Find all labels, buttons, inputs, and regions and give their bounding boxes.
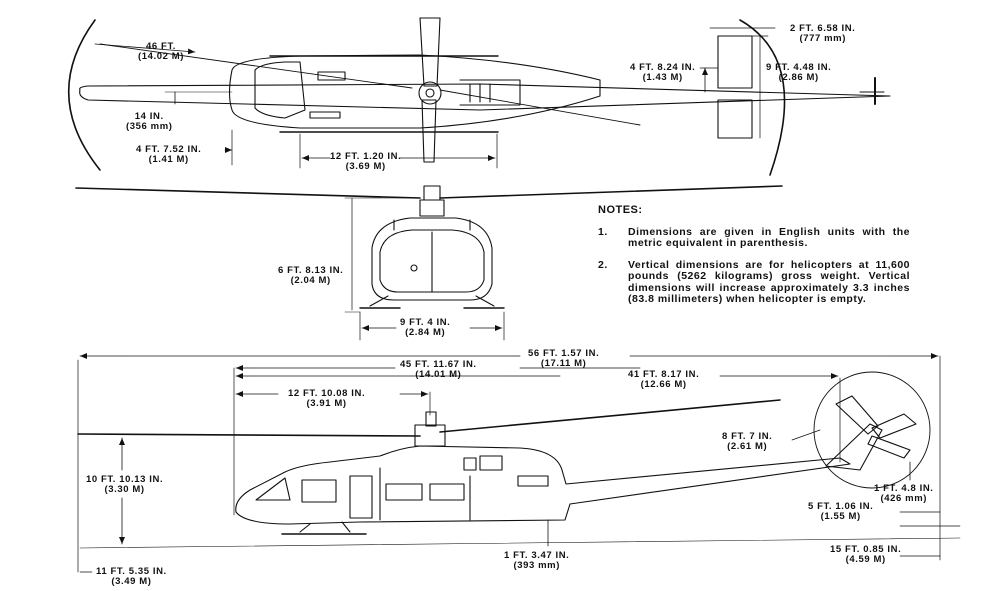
notes-block: NOTES: 1. Dimensions are given in Englis… (598, 204, 910, 316)
side-fuselage (235, 445, 851, 525)
side-rotor-right (439, 399, 781, 433)
dim-skid-height: 14 IN. (356 mm) (126, 112, 173, 132)
dim-stabilizer-span: 9 FT. 4.48 IN. (2.86 M) (766, 63, 831, 83)
dim-tail-rotor-height-metric: (4.59 M) (845, 554, 886, 565)
dim-overall-length-metric: (17.11 M) (540, 358, 587, 369)
dim-front-width-metric: (2.84 M) (405, 327, 446, 338)
dim-left-offset-en: 4 FT. 7.52 IN. (136, 144, 202, 155)
dim-overall-height-metric: (3.49 M) (111, 576, 152, 587)
dim-rotor-diameter-en: 46 FT. (146, 41, 177, 52)
note-number: 1. (598, 225, 608, 238)
dim-skid-height-en: 14 IN. (134, 111, 164, 122)
front-view (75, 185, 783, 341)
side-view (77, 353, 961, 573)
dim-tail-length-en: 41 FT. 8.17 IN. (628, 369, 700, 380)
side-tail-fin (825, 423, 883, 471)
top-view (67, 17, 891, 176)
dim-overall-height-en: 11 FT. 5.35 IN. (96, 566, 167, 577)
dim-front-width-en: 9 FT. 4 IN. (400, 317, 451, 328)
dim-front-width: 9 FT. 4 IN. (2.84 M) (400, 318, 450, 338)
dim-stabilizer-half-en: 4 FT. 8.24 IN. (630, 62, 696, 73)
front-cabin (371, 217, 493, 301)
note-text: Vertical dimensions are for helicopters … (628, 258, 910, 305)
dim-rotor-diameter: 46 FT. (14.02 M) (138, 42, 184, 62)
dim-skid-length-en: 12 FT. 1.20 IN. (330, 151, 402, 162)
dim-left-offset-metric: (1.41 M) (148, 154, 189, 165)
dim-skid-length-metric: (3.69 M) (345, 161, 386, 172)
dim-overall-height: 11 FT. 5.35 IN. (3.49 M) (96, 567, 167, 587)
dim-tail-length: 41 FT. 8.17 IN. (12.66 M) (628, 370, 699, 390)
dim-tail-rotor-diameter: 8 FT. 7 IN. (2.61 M) (722, 432, 772, 452)
dim-rotor-height-en: 10 FT. 10.13 IN. (86, 474, 164, 485)
dim-stabilizer-span-en: 9 FT. 4.48 IN. (766, 62, 832, 73)
dim-tail-clearance-en: 1 FT. 4.8 IN. (874, 483, 934, 494)
dim-tail-rotor-dia-metric: (777 mm) (799, 33, 846, 44)
dim-tail-length-metric: (12.66 M) (640, 379, 687, 390)
side-rotor-left (77, 433, 421, 437)
dim-mast-offset-metric: (3.91 M) (306, 398, 347, 409)
dim-stinger-height-en: 5 FT. 1.06 IN. (808, 501, 874, 512)
dim-front-height: 6 FT. 8.13 IN. (2.04 M) (278, 266, 343, 286)
dim-tail-rotor-dia-en: 2 FT. 6.58 IN. (790, 23, 856, 34)
dim-stabilizer-span-metric: (2.86 M) (778, 72, 819, 83)
top-rotor-blade-down (421, 99, 437, 163)
dim-rotor-height: 10 FT. 10.13 IN. (3.30 M) (86, 475, 163, 495)
dim-front-height-en: 6 FT. 8.13 IN. (278, 265, 344, 276)
dim-mast-offset-en: 12 FT. 10.08 IN. (288, 388, 366, 399)
dim-overall-length-en: 56 FT. 1.57 IN. (528, 348, 600, 359)
dim-overall-length: 56 FT. 1.57 IN. (17.11 M) (528, 349, 599, 369)
dim-left-offset: 4 FT. 7.52 IN. (1.41 M) (136, 145, 201, 165)
dim-front-height-metric: (2.04 M) (290, 275, 331, 286)
front-rotor-left (75, 187, 421, 199)
top-rotor-disc-arc (67, 19, 101, 171)
dim-tail-rotor-height-en: 15 FT. 0.85 IN. (830, 544, 902, 555)
dim-ground-clearance-en: 1 FT. 3.47 IN. (504, 550, 570, 561)
top-rotor-blade-up (419, 17, 441, 87)
top-fuselage (228, 54, 601, 129)
dim-mast-offset: 12 FT. 10.08 IN. (3.91 M) (288, 389, 365, 409)
top-tailboom (79, 83, 891, 111)
top-stabilizer-upper (717, 35, 753, 89)
dim-tail-rotor-diameter-en: 8 FT. 7 IN. (722, 431, 773, 442)
front-rotor-right (439, 185, 783, 199)
dim-skid-height-metric: (356 mm) (126, 121, 173, 132)
note-item: 1. Dimensions are given in English units… (598, 225, 910, 250)
dim-fuselage-length-metric: (14.01 M) (415, 369, 462, 380)
dim-ground-clearance-metric: (393 mm) (513, 560, 560, 571)
side-tail-rotor (813, 371, 931, 489)
notes-title: NOTES: (598, 204, 643, 216)
dim-tail-clearance: 1 FT. 4.8 IN. (426 mm) (874, 484, 934, 504)
dim-tail-rotor-height: 15 FT. 0.85 IN. (4.59 M) (830, 545, 901, 565)
dim-stinger-height: 5 FT. 1.06 IN. (1.55 M) (808, 502, 873, 522)
dim-stabilizer-half: 4 FT. 8.24 IN. (1.43 M) (630, 63, 695, 83)
note-number: 2. (598, 258, 608, 271)
note-text: Dimensions are given in English units wi… (628, 225, 910, 249)
dim-skid-length: 12 FT. 1.20 IN. (3.69 M) (330, 152, 401, 172)
dim-stinger-height-metric: (1.55 M) (820, 511, 861, 522)
dim-tail-rotor-diameter-metric: (2.61 M) (727, 441, 768, 452)
dim-ground-clearance: 1 FT. 3.47 IN. (393 mm) (504, 551, 569, 571)
dim-stabilizer-half-metric: (1.43 M) (642, 72, 683, 83)
dim-rotor-diameter-metric: (14.02 M) (138, 51, 185, 62)
top-stabilizer-lower (717, 99, 753, 139)
dim-fuselage-length-en: 45 FT. 11.67 IN. (400, 359, 477, 370)
dim-rotor-height-metric: (3.30 M) (104, 484, 145, 495)
dim-fuselage-length: 45 FT. 11.67 IN. (14.01 M) (400, 360, 477, 380)
note-item: 2. Vertical dimensions are for helicopte… (598, 258, 910, 306)
dim-tail-rotor-dia: 2 FT. 6.58 IN. (777 mm) (790, 24, 855, 44)
dim-tail-clearance-metric: (426 mm) (880, 493, 928, 504)
